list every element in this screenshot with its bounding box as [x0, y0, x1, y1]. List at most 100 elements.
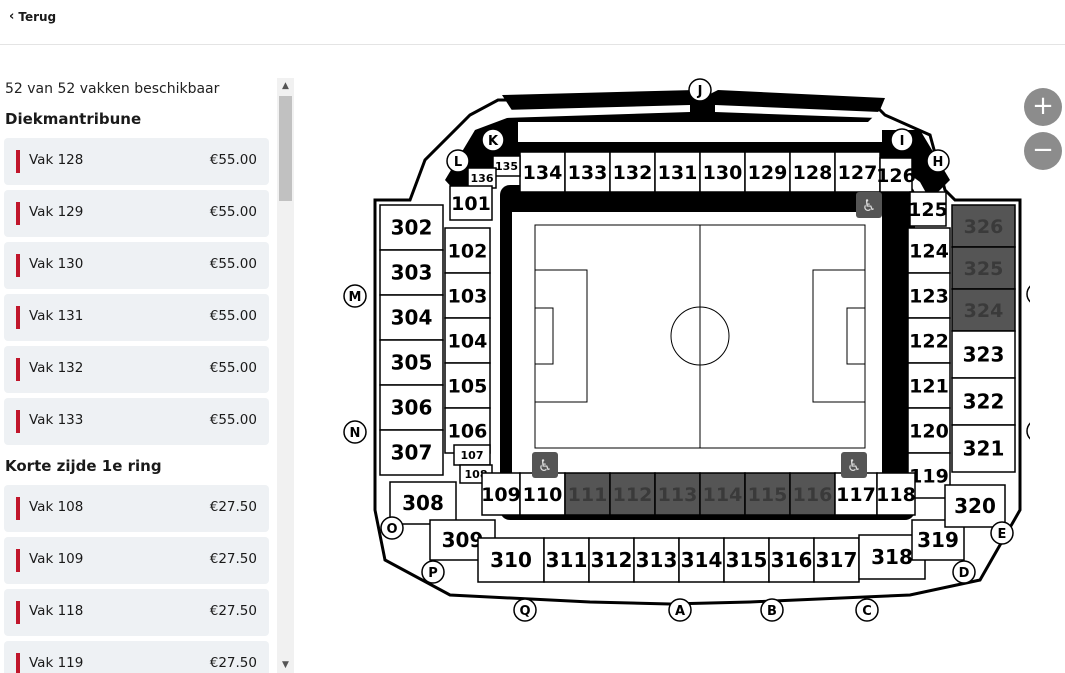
section-102[interactable]: 102	[444, 227, 491, 274]
section-card-130[interactable]: Vak 130 €55.00	[4, 242, 269, 289]
section-label: 135	[495, 160, 518, 173]
section-125[interactable]: 125	[908, 191, 948, 227]
north-roof-inner	[518, 122, 882, 142]
section-price: €27.50	[209, 655, 257, 671]
section-120[interactable]: 120	[907, 407, 951, 454]
section-card-118[interactable]: Vak 118 €27.50	[4, 589, 269, 636]
wheelchair-icon: ♿	[841, 452, 867, 478]
back-button[interactable]: ‹ Terug	[9, 9, 56, 24]
section-314[interactable]: 314	[678, 537, 725, 583]
section-122[interactable]: 122	[907, 317, 951, 364]
section-134[interactable]: 134	[519, 151, 566, 193]
section-304[interactable]: 304	[379, 294, 444, 341]
section-115: 115	[744, 472, 791, 516]
section-117[interactable]: 117	[834, 472, 878, 516]
section-308[interactable]: 308	[389, 481, 457, 525]
section-123[interactable]: 123	[907, 272, 951, 319]
section-110[interactable]: 110	[519, 472, 566, 516]
section-315[interactable]: 315	[723, 537, 770, 583]
section-label: 102	[448, 240, 488, 262]
group-title-korte-zijde: Korte zijde 1e ring	[5, 457, 162, 475]
section-card-129[interactable]: Vak 129 €55.00	[4, 190, 269, 237]
gate-label: M	[349, 290, 362, 305]
gate-label: K	[488, 134, 499, 149]
section-127[interactable]: 127	[834, 151, 881, 193]
section-label: 132	[613, 162, 653, 184]
section-133[interactable]: 133	[564, 151, 611, 193]
zoom-out-button[interactable]: −	[1024, 132, 1062, 170]
section-name: Vak 131	[29, 308, 84, 324]
section-109[interactable]: 109	[481, 472, 521, 516]
section-319[interactable]: 319	[911, 519, 965, 561]
section-312[interactable]: 312	[588, 537, 635, 583]
section-card-132[interactable]: Vak 132 €55.00	[4, 346, 269, 393]
section-323[interactable]: 323	[951, 330, 1016, 379]
section-302[interactable]: 302	[379, 204, 444, 251]
section-107[interactable]: 107	[453, 444, 491, 466]
section-135[interactable]: 135	[492, 155, 521, 177]
section-name: Vak 109	[29, 551, 84, 567]
gate-j: J	[688, 78, 712, 102]
section-130[interactable]: 130	[699, 151, 746, 193]
section-320[interactable]: 320	[944, 484, 1006, 528]
section-name: Vak 108	[29, 499, 84, 515]
section-card-131[interactable]: Vak 131 €55.00	[4, 294, 269, 341]
svg-text:♿: ♿	[538, 456, 552, 475]
section-132[interactable]: 132	[609, 151, 656, 193]
section-126[interactable]: 126	[876, 157, 916, 193]
scroll-thumb[interactable]	[279, 96, 292, 201]
gate-label: B	[767, 604, 777, 619]
section-305[interactable]: 305	[379, 339, 444, 386]
section-121[interactable]: 121	[907, 362, 951, 409]
section-136[interactable]: 136	[467, 167, 497, 189]
section-316[interactable]: 316	[768, 537, 815, 583]
section-113: 113	[654, 472, 701, 516]
section-306[interactable]: 306	[379, 384, 444, 431]
section-322[interactable]: 322	[951, 377, 1016, 426]
gate-p: P	[421, 560, 445, 584]
scroll-up-icon[interactable]: ▲	[282, 81, 289, 91]
section-price: €55.00	[209, 204, 257, 220]
section-103[interactable]: 103	[444, 272, 491, 319]
section-310[interactable]: 310	[477, 537, 545, 583]
section-321[interactable]: 321	[951, 424, 1016, 473]
section-118[interactable]: 118	[876, 472, 916, 516]
section-card-119[interactable]: Vak 119 €27.50	[4, 641, 269, 673]
north-roof-strip-left	[505, 105, 690, 118]
section-128[interactable]: 128	[789, 151, 836, 193]
section-104[interactable]: 104	[444, 317, 491, 364]
section-313[interactable]: 313	[633, 537, 680, 583]
north-stand-frame	[445, 90, 950, 202]
section-124[interactable]: 124	[907, 227, 951, 274]
section-119[interactable]: 119	[907, 452, 951, 499]
gate-f: F	[1026, 422, 1030, 440]
section-317[interactable]: 317	[813, 537, 860, 583]
section-129[interactable]: 129	[744, 151, 791, 193]
section-name: Vak 133	[29, 412, 84, 428]
section-105[interactable]: 105	[444, 362, 491, 409]
section-326: 326	[951, 204, 1016, 248]
section-101[interactable]: 101	[449, 185, 493, 221]
gate-label: I	[900, 134, 905, 149]
section-131[interactable]: 131	[654, 151, 701, 193]
gate-h: H	[926, 149, 950, 173]
list-scrollbar[interactable]: ▲ ▼	[277, 78, 294, 673]
section-label: 105	[448, 375, 488, 397]
section-card-128[interactable]: Vak 128 €55.00	[4, 138, 269, 185]
section-label: 107	[461, 449, 484, 462]
section-303[interactable]: 303	[379, 249, 444, 296]
gate-label: A	[675, 604, 685, 619]
section-card-108[interactable]: Vak 108 €27.50	[4, 485, 269, 532]
zoom-in-button[interactable]: +	[1024, 88, 1062, 126]
section-311[interactable]: 311	[543, 537, 590, 583]
gate-q: Q	[513, 598, 537, 622]
section-card-133[interactable]: Vak 133 €55.00	[4, 398, 269, 445]
scroll-down-icon[interactable]: ▼	[282, 660, 289, 670]
pitch	[512, 212, 882, 504]
section-307[interactable]: 307	[379, 429, 444, 476]
section-label: 101	[451, 193, 491, 215]
section-card-109[interactable]: Vak 109 €27.50	[4, 537, 269, 584]
gate-n: N	[343, 420, 367, 444]
section-label: 130	[703, 162, 743, 184]
gate-e: E	[990, 521, 1014, 545]
